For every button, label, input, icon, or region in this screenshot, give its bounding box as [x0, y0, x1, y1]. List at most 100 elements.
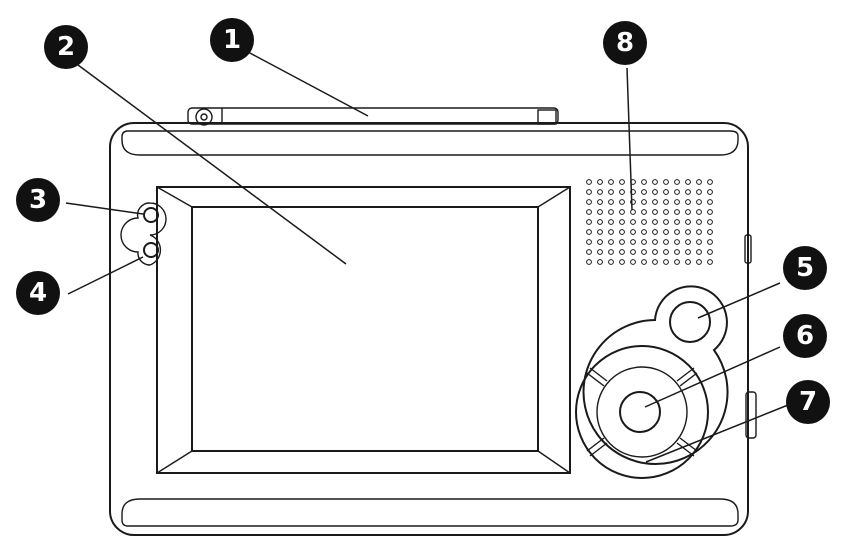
- speaker-hole: [586, 219, 592, 225]
- speaker-hole: [641, 249, 647, 255]
- speaker-hole: [696, 189, 702, 195]
- speaker-hole: [630, 219, 636, 225]
- control-pad: [575, 285, 729, 479]
- speaker-hole: [663, 229, 669, 235]
- speaker-hole: [696, 219, 702, 225]
- speaker-hole: [630, 209, 636, 215]
- speaker-hole: [608, 199, 614, 205]
- callout-5-label: 5: [796, 253, 814, 283]
- menu-button[interactable]: [669, 301, 711, 343]
- speaker-hole: [674, 249, 680, 255]
- speaker-hole: [641, 179, 647, 185]
- speaker-hole: [696, 239, 702, 245]
- speaker-hole: [674, 239, 680, 245]
- speaker-hole: [619, 239, 625, 245]
- speaker-hole: [663, 189, 669, 195]
- speaker-hole: [597, 259, 603, 265]
- speaker-hole: [597, 249, 603, 255]
- speaker-hole: [663, 219, 669, 225]
- speaker-hole: [652, 189, 658, 195]
- callout-4-label: 4: [29, 278, 47, 308]
- callout-1-label: 1: [223, 25, 241, 55]
- speaker-hole: [685, 239, 691, 245]
- speaker-hole: [707, 219, 713, 225]
- speaker-hole: [707, 179, 713, 185]
- callout-2-label: 2: [57, 32, 75, 62]
- led-3: [143, 207, 159, 223]
- callout-3: 3: [16, 178, 60, 222]
- callout-7-label: 7: [799, 387, 817, 417]
- speaker-hole: [707, 209, 713, 215]
- speaker-hole: [641, 209, 647, 215]
- speaker-hole: [685, 219, 691, 225]
- speaker-hole: [619, 189, 625, 195]
- speaker-hole: [608, 189, 614, 195]
- speaker-hole: [707, 239, 713, 245]
- speaker-hole: [696, 179, 702, 185]
- speaker-hole: [641, 199, 647, 205]
- speaker-hole: [630, 259, 636, 265]
- speaker-hole: [597, 199, 603, 205]
- speaker-hole: [608, 249, 614, 255]
- callout-8-label: 8: [616, 28, 634, 58]
- speaker-hole: [586, 239, 592, 245]
- speaker-hole: [641, 189, 647, 195]
- speaker-hole: [619, 259, 625, 265]
- speaker-grille: [586, 179, 713, 265]
- speaker-hole: [652, 219, 658, 225]
- speaker-hole: [707, 259, 713, 265]
- speaker-hole: [685, 259, 691, 265]
- speaker-hole: [597, 179, 603, 185]
- speaker-hole: [630, 189, 636, 195]
- speaker-hole: [674, 179, 680, 185]
- speaker-hole: [652, 199, 658, 205]
- speaker-hole: [597, 219, 603, 225]
- callout-3-label: 3: [29, 185, 47, 215]
- speaker-hole: [630, 229, 636, 235]
- speaker-hole: [663, 249, 669, 255]
- speaker-hole: [674, 199, 680, 205]
- callout-2: 2: [44, 25, 88, 69]
- speaker-hole: [597, 229, 603, 235]
- speaker-hole: [630, 249, 636, 255]
- speaker-hole: [685, 199, 691, 205]
- speaker-hole: [608, 219, 614, 225]
- speaker-hole: [608, 259, 614, 265]
- speaker-hole: [597, 189, 603, 195]
- speaker-hole: [674, 229, 680, 235]
- speaker-hole: [652, 229, 658, 235]
- callout-1: 1: [210, 18, 254, 62]
- speaker-hole: [652, 239, 658, 245]
- speaker-hole: [663, 179, 669, 185]
- speaker-hole: [663, 209, 669, 215]
- speaker-hole: [663, 239, 669, 245]
- speaker-hole: [619, 209, 625, 215]
- speaker-hole: [630, 199, 636, 205]
- speaker-hole: [586, 229, 592, 235]
- callout-5: 5: [783, 246, 827, 290]
- center-select-button[interactable]: [619, 391, 661, 433]
- speaker-hole: [696, 209, 702, 215]
- device-body: [109, 122, 757, 536]
- indicator-leds: [120, 202, 167, 266]
- speaker-hole: [652, 259, 658, 265]
- callout-6-label: 6: [796, 321, 814, 351]
- speaker-hole: [652, 249, 658, 255]
- callout-6: 6: [783, 314, 827, 358]
- speaker-hole: [586, 179, 592, 185]
- speaker-hole: [619, 229, 625, 235]
- callout-7: 7: [786, 380, 830, 424]
- speaker-hole: [597, 209, 603, 215]
- speaker-hole: [674, 219, 680, 225]
- speaker-hole: [674, 259, 680, 265]
- speaker-hole: [630, 239, 636, 245]
- speaker-hole: [641, 259, 647, 265]
- speaker-hole: [707, 199, 713, 205]
- led-4: [143, 242, 159, 258]
- speaker-hole: [696, 199, 702, 205]
- speaker-hole: [663, 199, 669, 205]
- speaker-hole: [586, 189, 592, 195]
- speaker-hole: [685, 209, 691, 215]
- speaker-hole: [608, 239, 614, 245]
